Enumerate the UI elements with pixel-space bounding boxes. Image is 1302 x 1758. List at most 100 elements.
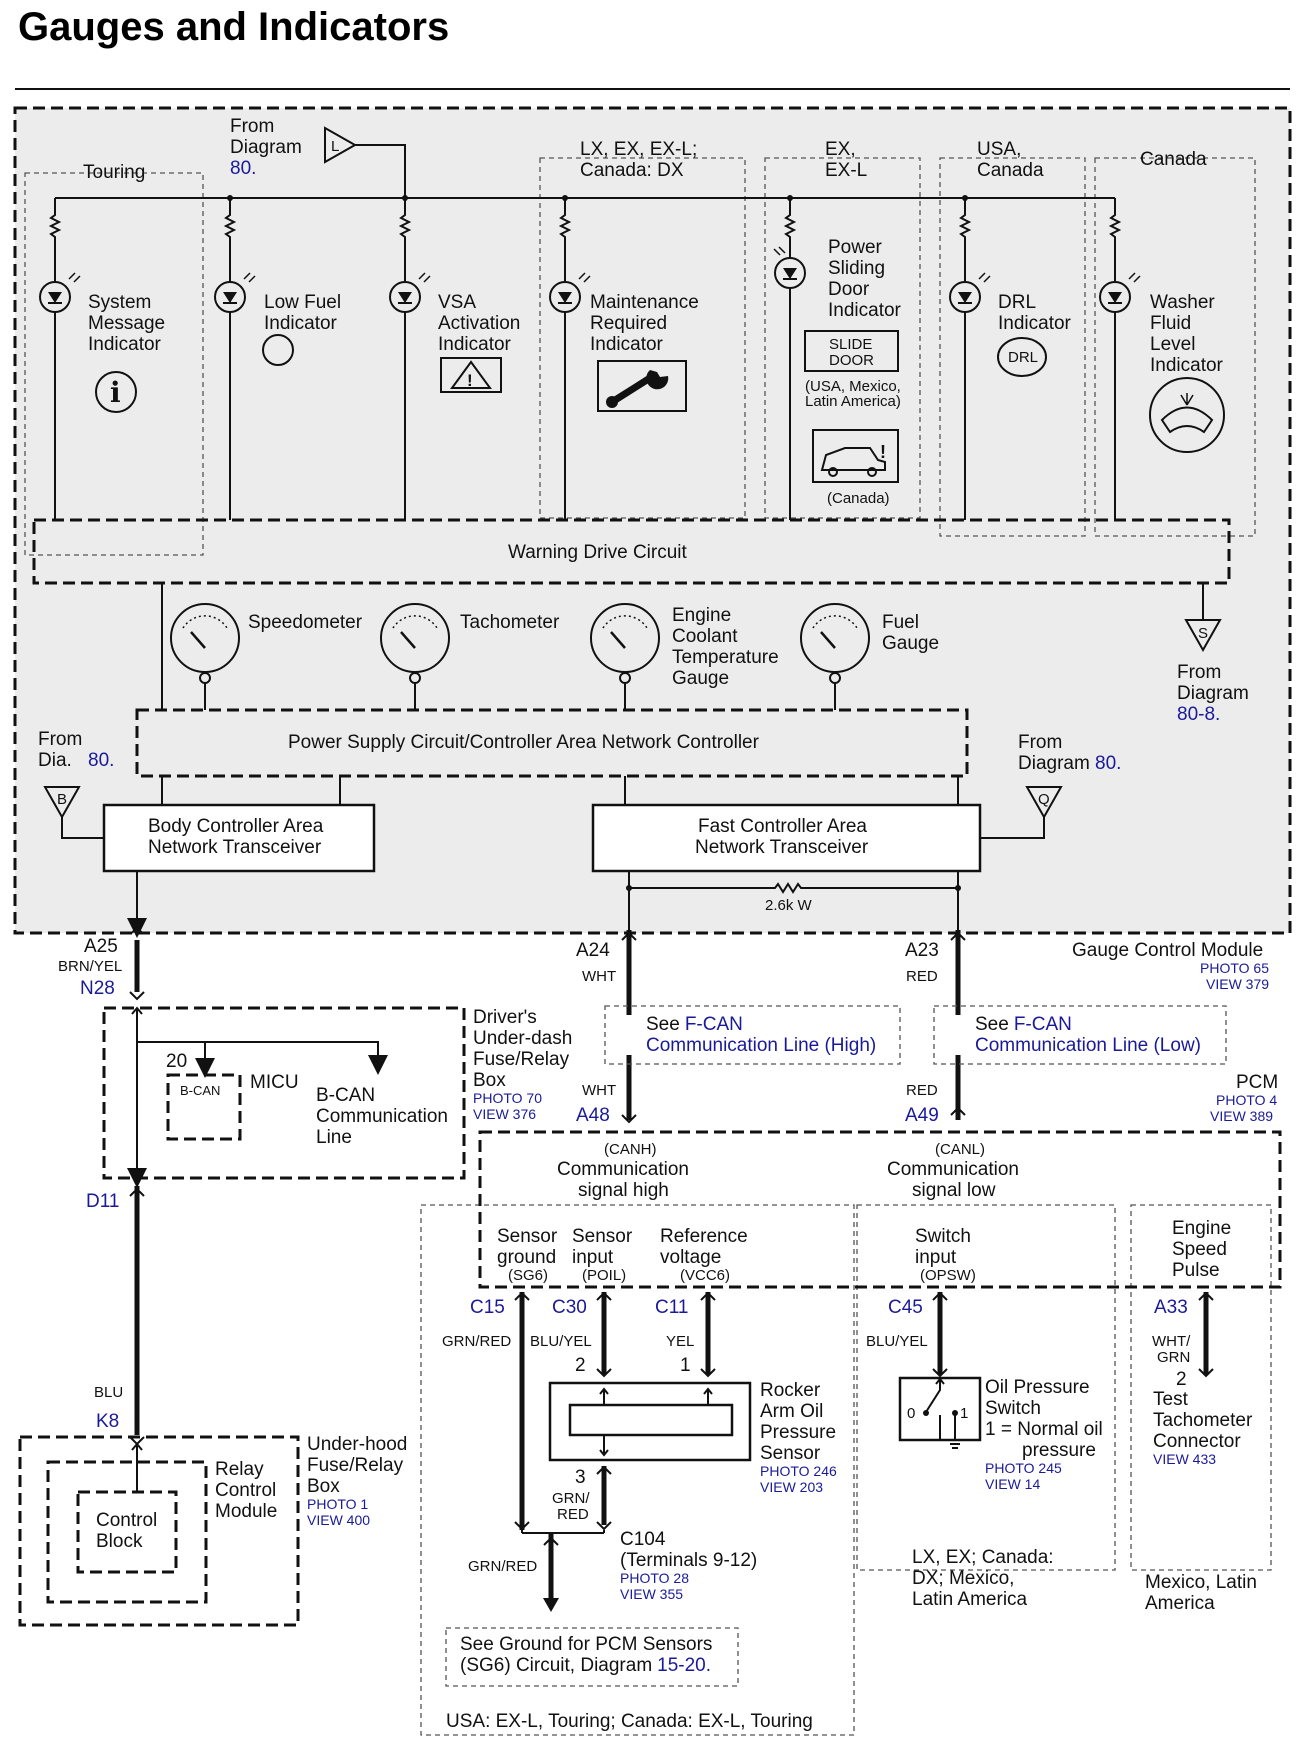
drl-badge (997, 337, 1047, 377)
sensor-view: VIEW 203 (760, 1479, 823, 1495)
connector-q-symbol (1025, 786, 1063, 820)
a33-color-1: WHT/ (1152, 1333, 1191, 1350)
driver-box-4: Box (473, 1070, 506, 1091)
switch-pos-0: 0 (907, 1405, 915, 1422)
svg-text:i: i (110, 376, 121, 409)
usa-label-1: USA, (977, 139, 1021, 160)
a25-color: BRN/YEL (58, 958, 122, 975)
power-sliding-3: Door (828, 279, 870, 300)
maintenance-3: Indicator (590, 334, 664, 355)
resistor-label: 2.6k W (765, 897, 813, 914)
vsa-3: Indicator (438, 334, 512, 355)
pcm-view: VIEW 389 (1210, 1108, 1273, 1124)
c104-ground-color: GRN/RED (468, 1558, 537, 1575)
control-block-1: Control (96, 1510, 157, 1531)
lx-footer-1: LX, EX; Canada: (912, 1547, 1054, 1568)
engine-2: Speed (1172, 1239, 1227, 1260)
lx-ex-box (539, 157, 746, 519)
oil-switch-1: Oil Pressure (985, 1377, 1090, 1398)
washer-1: Washer (1150, 292, 1215, 313)
ground-note-1: See Ground for PCM Sensors (460, 1634, 712, 1655)
from-l-1: From (230, 116, 274, 137)
fuel-gauge-1: Fuel (882, 612, 919, 633)
a24-color: WHT (582, 968, 616, 985)
connector-l-label: L (331, 138, 339, 155)
opsw-1: Switch (915, 1226, 971, 1247)
canada-note: (Canada) (827, 490, 890, 507)
micu-bcan-box (166, 1073, 242, 1141)
module-view: VIEW 379 (1206, 976, 1269, 992)
connector-s-symbol (1184, 619, 1222, 653)
from-s-1: From (1177, 662, 1221, 683)
canl-1: Communication (887, 1159, 1019, 1180)
pcm-box (478, 1130, 1282, 1289)
module-photo: PHOTO 65 (1200, 960, 1269, 976)
d11-label: D11 (86, 1191, 119, 1212)
c11-label: C11 (655, 1297, 688, 1318)
warning-drive-circuit-box (32, 518, 1231, 585)
c15-color: GRN/RED (442, 1333, 511, 1350)
sensor-4: Sensor (760, 1443, 821, 1464)
from-l-ref: 80. (230, 158, 256, 179)
sensor-2: Arm Oil (760, 1401, 823, 1422)
micu-bcan: B-CAN (180, 1083, 220, 1098)
module-name: Gauge Control Module (1072, 940, 1263, 961)
opsw-2: input (915, 1247, 957, 1268)
slide-door-1: SLIDE (829, 336, 872, 353)
power-supply-label: Power Supply Circuit/Controller Area Net… (288, 732, 760, 753)
power-sliding-1: Power (828, 237, 883, 258)
lx-footer-2: DX; Mexico, (912, 1568, 1014, 1589)
body-can-1: Body Controller Area (148, 816, 324, 837)
c104-label: C104 (620, 1529, 666, 1550)
canh-1: Communication (557, 1159, 689, 1180)
touring-box (24, 172, 204, 556)
c15-label: C15 (470, 1297, 505, 1318)
warning-drive-label: Warning Drive Circuit (508, 542, 687, 563)
poil-2: input (572, 1247, 614, 1268)
info-icon: i (95, 371, 137, 413)
maintenance-1: Maintenance (590, 292, 699, 313)
c30-label: C30 (552, 1297, 587, 1318)
engine-3: Pulse (1172, 1260, 1220, 1281)
canh-2: signal high (578, 1180, 669, 1201)
from-q-ref: 80. (1095, 753, 1121, 774)
poil-1: Sensor (572, 1226, 633, 1247)
power-sliding-4: Indicator (828, 300, 902, 321)
from-q-1: From (1018, 732, 1062, 753)
relay-3: Module (215, 1501, 277, 1522)
driver-box-view: VIEW 376 (473, 1106, 536, 1122)
fast-can-2: Network Transceiver (695, 837, 869, 858)
k8-color: BLU (94, 1384, 123, 1401)
under-hood-1: Under-hood (307, 1434, 407, 1455)
bcan-line-1: B-CAN (316, 1085, 375, 1106)
from-l-2: Diagram (230, 137, 302, 158)
fuel-gauge-2: Gauge (882, 633, 939, 654)
ground-note (445, 1627, 739, 1687)
poil-3: (POIL) (582, 1267, 626, 1284)
under-hood-view: VIEW 400 (307, 1512, 370, 1528)
sensor-pin-3-color-2: RED (557, 1506, 589, 1523)
c104-terminals: (Terminals 9-12) (620, 1550, 757, 1571)
svg-text:!: ! (880, 442, 886, 462)
driver-box-3: Fuse/Relay (473, 1049, 570, 1070)
switch-pos-1: 1 (960, 1405, 968, 1422)
control-block-2: Block (96, 1531, 143, 1552)
vsa-warning-icon: ! (440, 357, 502, 393)
sensor-3: Pressure (760, 1422, 836, 1443)
system-message-2: Message (88, 313, 165, 334)
pcm-label: PCM (1236, 1072, 1278, 1093)
relay-2: Control (215, 1480, 276, 1501)
a49-color: RED (906, 1082, 938, 1099)
speedometer-label: Speedometer (248, 612, 363, 633)
opsw-3: (OPSW) (920, 1267, 976, 1284)
coolant-1: Engine (672, 605, 731, 626)
tach-2: Tachometer (1153, 1410, 1253, 1431)
oil-switch-photo: PHOTO 245 (985, 1460, 1062, 1476)
led-symbols (39, 246, 1141, 313)
ex-label-2: EX-L (825, 160, 867, 181)
c45-color: BLU/YEL (866, 1333, 928, 1350)
connector-s-label: S (1198, 625, 1208, 642)
